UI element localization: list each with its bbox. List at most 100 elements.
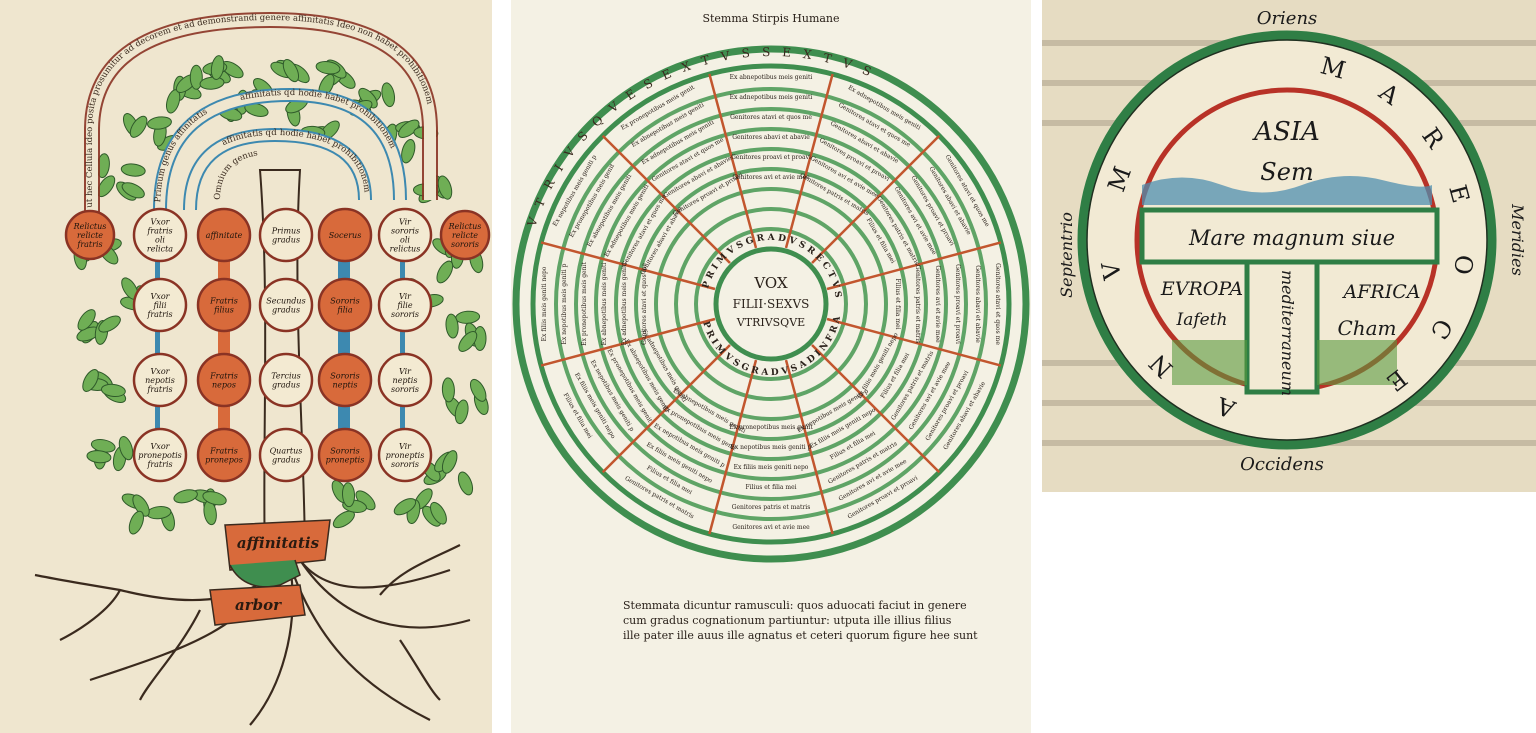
cham-label: Cham bbox=[1337, 316, 1396, 340]
t-horizontal-bar bbox=[1139, 207, 1440, 265]
iafeth-label: Iafeth bbox=[1176, 310, 1228, 330]
sector-text: Ex filiis meis geniti nepo bbox=[734, 464, 809, 471]
kinship-circle: Socerus bbox=[317, 207, 373, 263]
kinship-circle-label: Fratris bbox=[209, 297, 238, 306]
kinship-circle-label: nepotis bbox=[145, 376, 175, 385]
kinship-circle-label: pronepotis bbox=[138, 451, 181, 460]
kinship-circle-label: Vir bbox=[399, 442, 412, 451]
kinship-circle-label: fratris bbox=[146, 310, 172, 319]
ring bbox=[654, 187, 888, 421]
grass-europa bbox=[1172, 340, 1247, 385]
stemma-diagram: Stemma Stirpis Humane Genitores atavi et… bbox=[512, 12, 1030, 563]
ring bbox=[694, 227, 848, 381]
kinship-circle-label: sororis bbox=[391, 385, 419, 394]
kinship-circle-label: Secundus bbox=[266, 297, 305, 306]
caption-line-3: ille pater ille auus ille agnatus et cet… bbox=[623, 629, 978, 642]
spoke bbox=[540, 241, 716, 291]
banner-bottom-text: arbor bbox=[235, 596, 282, 614]
sector-text: Genitores patris et matris bbox=[732, 504, 811, 511]
kinship-circle-label: Vir bbox=[399, 292, 412, 301]
kinship-circles: RelictusrelictefratrisVxorfratrisolireli… bbox=[64, 207, 491, 483]
banner-top-text: affinitatis bbox=[237, 534, 320, 552]
kinship-circle-label: affinitate bbox=[206, 231, 243, 240]
kinship-circle-label: oli bbox=[155, 236, 165, 245]
kinship-circle-label: relicta bbox=[147, 245, 173, 254]
sector-text: Genitores atavi et quos me bbox=[641, 263, 648, 345]
kinship-circle-label: Fratris bbox=[209, 447, 238, 456]
spoke bbox=[811, 344, 941, 474]
ring bbox=[594, 127, 948, 481]
kinship-circle-label: relicte bbox=[77, 231, 103, 240]
arc-innermost-text: Omnium genus bbox=[213, 148, 259, 200]
kinship-circle-label: relicte bbox=[452, 231, 478, 240]
kinship-circle-label: Sororis bbox=[330, 372, 359, 381]
kinship-circle-label: oli bbox=[400, 236, 410, 245]
kinship-circle-label: Vxor bbox=[151, 292, 171, 301]
kinship-circle-label: fratris bbox=[146, 227, 172, 236]
spoke bbox=[811, 134, 941, 264]
sem-label: Sem bbox=[1260, 158, 1313, 186]
grass-africa bbox=[1317, 340, 1397, 385]
sector-text: Ex pronepotibus meis genit bbox=[581, 262, 588, 346]
stemma-title: Stemma Stirpis Humane bbox=[702, 12, 839, 25]
asia-label: ASIA bbox=[1252, 117, 1320, 147]
kinship-circle-label: Vir bbox=[399, 218, 412, 227]
stemma-panel: Stemma Stirpis Humane Genitores atavi et… bbox=[511, 0, 1031, 733]
sector-text: Ex nepotibus meis geniti p bbox=[731, 444, 812, 451]
kinship-circle-label: pronepos bbox=[205, 456, 243, 465]
center-line-1: VOX bbox=[753, 274, 788, 292]
ring bbox=[574, 107, 968, 501]
kinship-circle-label: Vxor bbox=[151, 218, 171, 227]
kinship-circle-label: proneptis bbox=[326, 456, 365, 465]
sector-text: Genitores avi et avie mee bbox=[934, 265, 941, 343]
banner: affinitatis arbor bbox=[209, 519, 331, 626]
sector-text: Genitores abavi et abavie bbox=[974, 265, 981, 343]
caption-line-2: cum gradus cognationum partiuntur: utput… bbox=[623, 614, 952, 627]
kinship-circle-label: sororis bbox=[451, 240, 479, 249]
spoke bbox=[784, 73, 834, 249]
septentrio-label: Septentrio bbox=[1057, 212, 1076, 298]
arbor-affinitatis-diagram: ut hec Cellula ideo posita prosumitur ad… bbox=[34, 0, 491, 726]
sector-text: Ex abnepotibus meis geniti bbox=[730, 74, 813, 81]
sector-text: Genitores avi et avie mee bbox=[732, 174, 810, 181]
ocean-letter: V bbox=[1096, 259, 1127, 283]
kinship-circle-label: Sororis bbox=[330, 447, 359, 456]
spoke bbox=[708, 73, 758, 249]
stemma-center-circle bbox=[713, 246, 829, 362]
ocean-letter: O bbox=[1448, 253, 1478, 276]
sector-text: Genitores proavi et proavi bbox=[954, 264, 961, 344]
kinship-circle-label: fratris bbox=[146, 460, 172, 469]
kinship-circle-label: gradus bbox=[272, 381, 300, 390]
spoke bbox=[540, 317, 716, 367]
spoke bbox=[784, 359, 834, 535]
sector-text: Filius et filia mei bbox=[745, 484, 796, 491]
center-line-2: FILII·SEXVS bbox=[733, 297, 810, 311]
sector-text: Ex filiis meis geniti nepo bbox=[541, 266, 548, 341]
sector-text: Genitores atavi et quos me bbox=[994, 263, 1001, 345]
occidens-label: Occidens bbox=[1240, 454, 1324, 475]
stemma-spokes bbox=[540, 73, 1002, 535]
t-vertical-bar bbox=[1244, 259, 1320, 395]
sector-text: Genitores atavi et quos me bbox=[730, 114, 812, 121]
ring bbox=[554, 87, 988, 521]
oriens-label: Oriens bbox=[1257, 8, 1318, 29]
sector-text: Ex abnepotibus meis geniti bbox=[601, 263, 608, 346]
t-o-map: Oriens Occidens Meridies Septentrio MARE… bbox=[1042, 8, 1536, 475]
kinship-circle-label: neptis bbox=[393, 376, 418, 385]
kinship-circle-label: sororis bbox=[391, 310, 419, 319]
ring bbox=[674, 207, 868, 401]
